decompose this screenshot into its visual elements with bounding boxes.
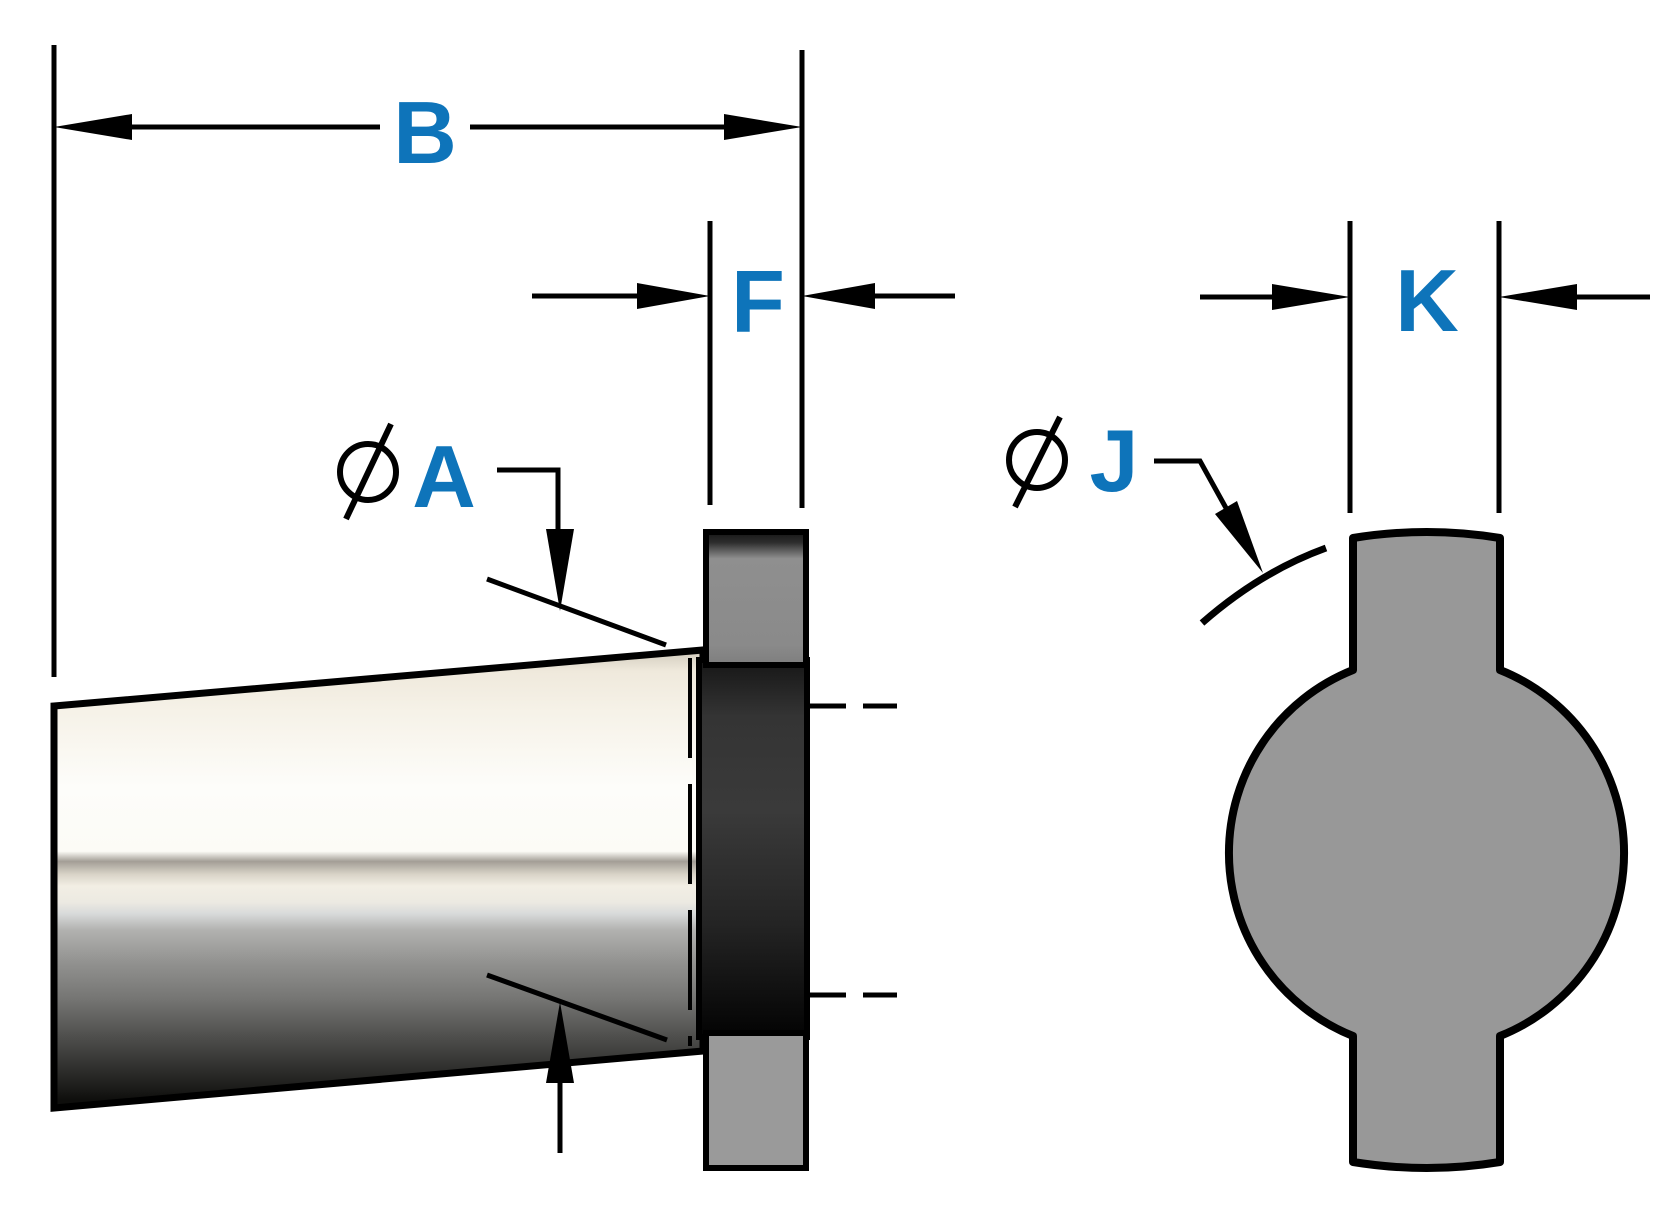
arrowhead-right-icon xyxy=(802,283,875,309)
diameter-symbol xyxy=(1006,415,1068,509)
arrowhead-right-icon xyxy=(724,114,802,140)
arrowhead-left-icon xyxy=(54,114,132,140)
diameter-symbol xyxy=(337,422,399,521)
dim-label-j: J xyxy=(1090,411,1139,510)
side-view xyxy=(50,529,897,1171)
arrowhead-right-icon xyxy=(1499,284,1577,310)
arrowhead-up-icon xyxy=(546,1002,574,1083)
dim-label-k: K xyxy=(1395,251,1459,350)
callout-diameter-j: J xyxy=(1006,411,1328,626)
cone-body xyxy=(50,646,707,1112)
dimension-f: F xyxy=(532,221,955,505)
reference-arc xyxy=(1199,544,1328,626)
gauge-line-top xyxy=(486,576,667,648)
flange-tab-bottom xyxy=(703,1030,809,1171)
dim-label-b: B xyxy=(393,83,457,182)
dim-label-f: F xyxy=(731,252,785,351)
arrowhead-diagonal-icon xyxy=(1215,501,1263,573)
flange-hub xyxy=(696,657,810,1040)
callout-diameter-a: A xyxy=(337,422,668,1153)
arrowhead-down-icon xyxy=(546,529,574,611)
dimension-b: B xyxy=(51,45,805,677)
arrowhead-left-icon xyxy=(637,283,710,309)
end-view xyxy=(1225,528,1628,1172)
flange-tab-top xyxy=(703,529,809,668)
leader-line xyxy=(1154,458,1229,510)
arrowhead-left-icon xyxy=(1272,284,1350,310)
gauge-line-bottom xyxy=(486,972,668,1043)
dim-label-a: A xyxy=(412,427,476,526)
leader-line xyxy=(497,467,561,529)
flange-face-outline xyxy=(1225,528,1628,1172)
dimension-k: K xyxy=(1200,221,1650,513)
